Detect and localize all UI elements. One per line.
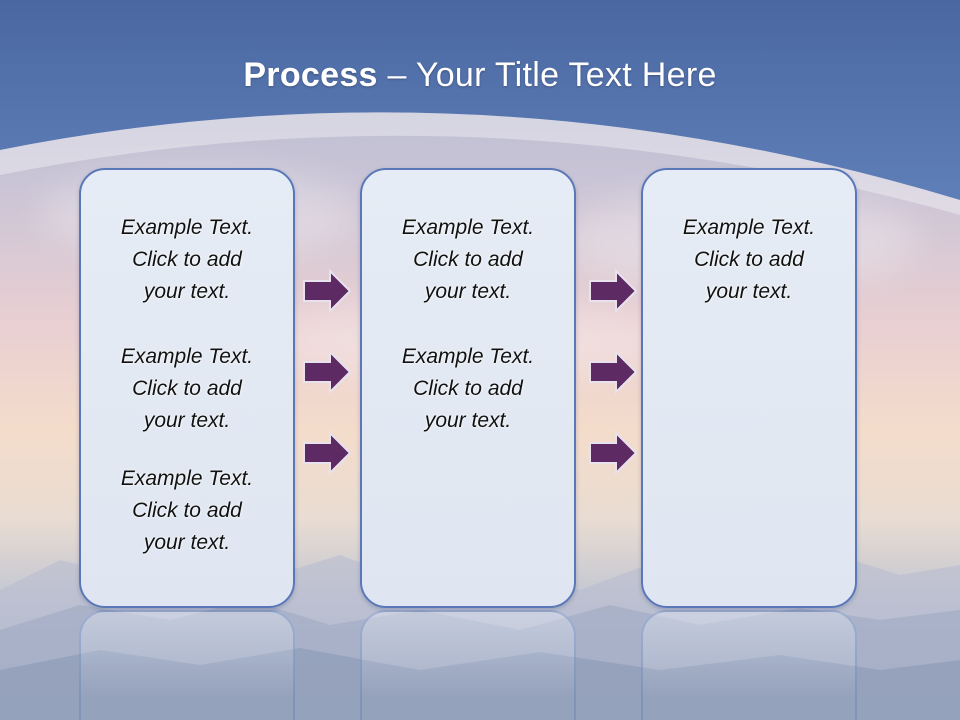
right-arrow-icon[interactable]: [588, 269, 638, 313]
text-line: your text.: [424, 409, 512, 432]
text-line: Click to add: [413, 377, 523, 400]
right-arrow-icon[interactable]: [302, 269, 352, 313]
title-rest: – Your Title Text Here: [377, 56, 717, 94]
text-line: Example Text.: [401, 345, 535, 368]
text-line: Example Text.: [120, 467, 254, 490]
process-box-2[interactable]: Example Text. Click to add your text. Ex…: [360, 168, 576, 608]
text-line: Example Text.: [682, 216, 816, 239]
panel-reflection: [641, 610, 857, 720]
text-line: Click to add: [132, 377, 242, 400]
process-box-1[interactable]: Example Text. Click to add your text. Ex…: [79, 168, 295, 608]
header-band: [0, 0, 960, 215]
text-block[interactable]: Example Text. Click to add your text.: [81, 463, 293, 559]
text-line: your text.: [424, 280, 512, 303]
text-line: your text.: [143, 280, 231, 303]
text-line: Example Text.: [120, 345, 254, 368]
process-box-3[interactable]: Example Text. Click to add your text.: [641, 168, 857, 608]
title-bold: Process: [243, 56, 378, 94]
right-arrow-icon[interactable]: [302, 350, 352, 394]
panel-reflection: [79, 610, 295, 720]
text-line: Click to add: [694, 248, 804, 271]
right-arrow-icon[interactable]: [588, 350, 638, 394]
text-block[interactable]: Example Text. Click to add your text.: [362, 212, 574, 308]
text-line: your text.: [143, 409, 231, 432]
right-arrow-icon[interactable]: [588, 431, 638, 475]
right-arrow-icon[interactable]: [302, 431, 352, 475]
text-line: Click to add: [132, 499, 242, 522]
text-line: Example Text.: [401, 216, 535, 239]
text-line: Click to add: [132, 248, 242, 271]
text-block[interactable]: Example Text. Click to add your text.: [643, 212, 855, 308]
text-line: Click to add: [413, 248, 523, 271]
text-line: your text.: [143, 531, 231, 554]
text-block[interactable]: Example Text. Click to add your text.: [81, 341, 293, 437]
text-line: your text.: [705, 280, 793, 303]
text-block[interactable]: Example Text. Click to add your text.: [362, 341, 574, 437]
panel-reflection: [360, 610, 576, 720]
text-block[interactable]: Example Text. Click to add your text.: [81, 212, 293, 308]
page-title[interactable]: Process – Your Title Text Here: [0, 56, 960, 95]
text-line: Example Text.: [120, 216, 254, 239]
